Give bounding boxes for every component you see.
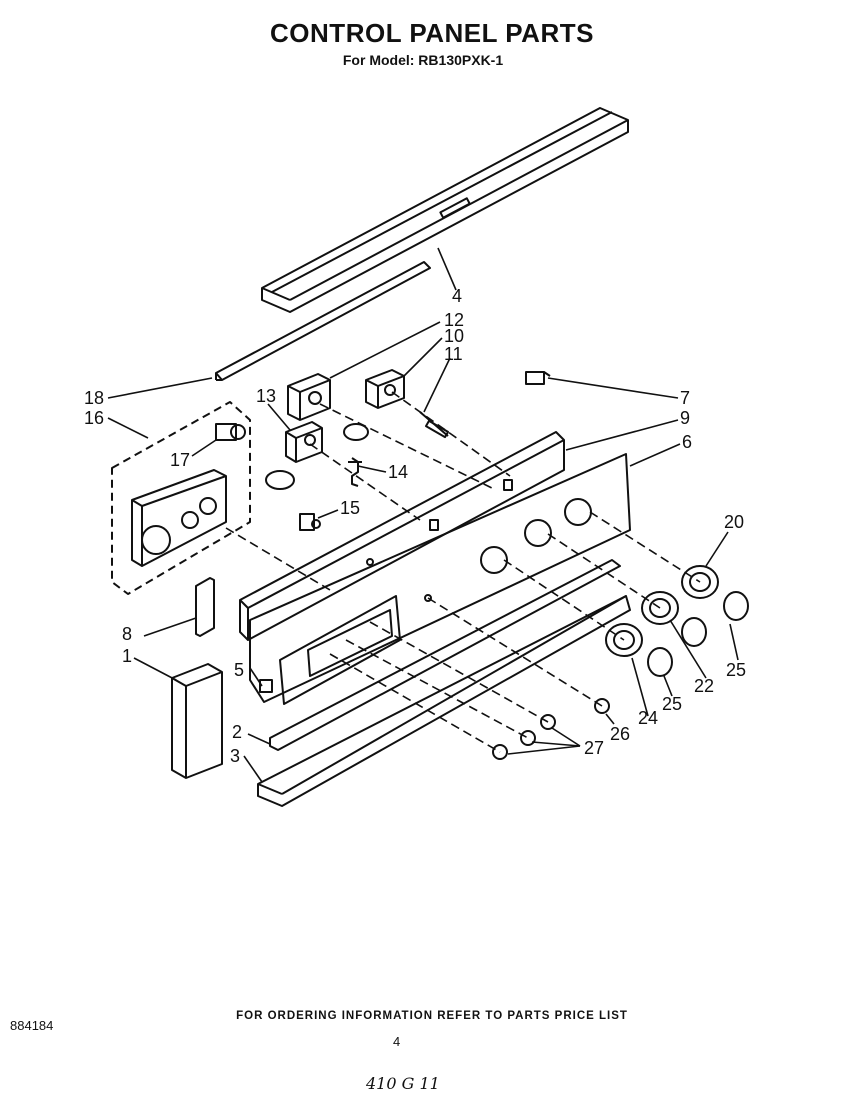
callout-25b: 25 [662,694,682,714]
top-trim-strip [261,107,629,313]
callout-1: 1 [122,646,132,666]
callout-4: 4 [452,286,462,306]
callout-2: 2 [232,722,242,742]
callout-27: 27 [584,738,604,758]
part-5 [259,679,273,693]
bracket-8 [195,577,215,637]
callout-9: 9 [680,408,690,428]
handwritten-note: 410 G 11 [366,1074,440,1093]
model-subtitle: For Model: RB130PXK-1 [342,52,504,68]
callout-5: 5 [234,660,244,680]
control-panel-6 [249,453,631,703]
callout-18: 18 [84,388,104,408]
document-number: 884184 [10,1018,54,1033]
grommet-27c [492,744,508,760]
callout-25a: 25 [726,660,746,680]
callout-6: 6 [682,432,692,452]
ring-gasket-b [265,470,295,490]
knob-bezel-24 [605,623,643,657]
callout-11: 11 [444,344,463,364]
bottom-trim-3 [257,595,631,807]
page-number: 4 [393,1034,401,1049]
ordering-note: FOR ORDERING INFORMATION REFER TO PARTS … [236,1010,628,1022]
end-cap-1 [171,663,223,779]
clock-timer-16 [131,469,227,567]
grommet-27b [520,730,536,746]
clock-knob-17 [215,423,246,441]
display-insert [279,595,401,705]
callout-26: 26 [610,724,630,744]
thin-trim-bar [215,261,431,381]
lower-trim-strip-2 [269,559,621,751]
knob-25b [681,617,707,647]
callout-7: 7 [680,388,690,408]
clip-14 [348,457,362,487]
wire-terminal-11 [419,411,450,439]
callout-13: 13 [256,386,276,406]
connector-15 [299,513,321,531]
switch-box-12 [287,373,331,421]
callout-17: 17 [170,450,190,470]
control-bracket-9 [239,431,565,641]
grommet-26 [594,698,610,714]
callout-8: 8 [122,624,132,644]
switch-10 [365,369,405,409]
knob-bezel-20 [681,565,719,599]
callout-10: 10 [444,326,464,346]
callout-12: 12 [444,310,464,330]
callout-15: 15 [340,498,360,518]
callout-3: 3 [230,746,240,766]
grommet-27a [540,714,556,730]
switch-box-13 [285,421,323,463]
knob-bezel-22 [641,591,679,625]
callout-24: 24 [638,708,658,728]
knob-25c [647,647,673,677]
knob-25a [723,591,749,621]
callout-22: 22 [694,676,714,696]
callout-20: 20 [724,512,744,532]
clock-assembly-outline [111,401,251,595]
callout-14: 14 [388,462,408,482]
callout-16: 16 [84,408,104,428]
page-title: CONTROL PANEL PARTS [270,18,594,48]
ring-gasket-a [343,423,369,441]
clip-7 [525,371,551,385]
